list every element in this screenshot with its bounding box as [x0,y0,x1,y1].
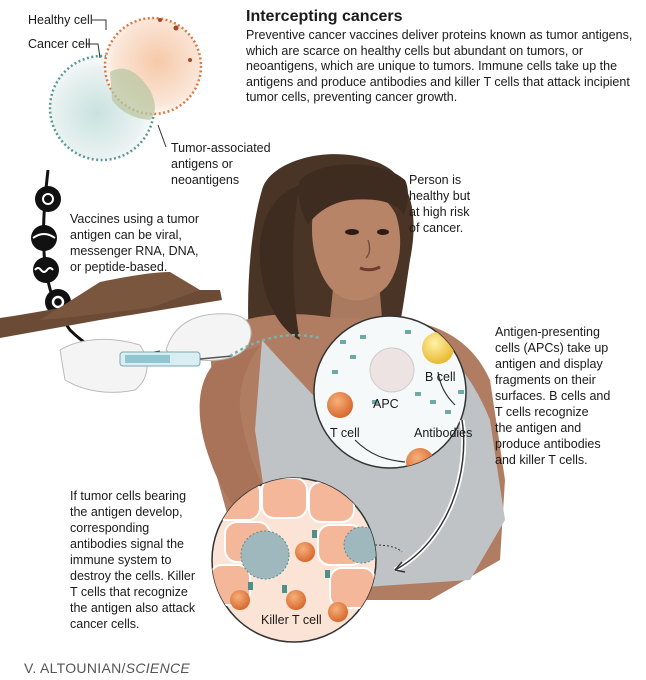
apc-text-line2: cells (APCs) take up [495,341,608,355]
apc-text-line8: produce antibodies [495,437,601,451]
label-cancer-cell: Cancer cell [28,37,91,51]
tumor-text-line4: antibodies signal the [70,537,184,551]
apc-text-line6: T cells recognize [495,405,589,419]
credit-author: V. ALTOUNIAN/ [24,660,126,676]
label-b-cell: B cell [425,370,456,384]
apc-text-line5: surfaces. B cells and [495,389,610,403]
vaccines-line3: messenger RNA, DNA, [70,244,199,258]
vaccines-line1: Vaccines using a tumor [70,212,199,226]
tumor-text-line6: destroy the cells. Killer [70,569,195,583]
label-healthy-cell: Healthy cell [28,13,93,27]
apc-text-line9: and killer T cells. [495,453,588,467]
label-antigen-line1: Tumor-associated [171,141,271,155]
label-t-cell: T cell [330,426,360,440]
label-antibodies: Antibodies [414,426,472,440]
tumor-text-line7: T cells that recognize [70,585,188,599]
credit-line: V. ALTOUNIAN/SCIENCE [24,660,190,676]
label-killer-t-cell: Killer T cell [261,613,322,627]
label-apc: APC [373,397,399,411]
vaccine-type-icons [31,186,71,315]
apc-text-line1: Antigen-presenting [495,325,600,339]
person-line2: healthy but [409,189,471,203]
apc-text-line4: fragments on their [495,373,596,387]
apc-text-line7: the antigen and [495,421,581,435]
person-line4: of cancer. [409,221,463,235]
person-line3: at high risk [409,205,470,219]
tumor-text-line3: corresponding [70,521,149,535]
tumor-text-line9: cancer cells. [70,617,139,631]
vaccines-line4: or peptide-based. [70,260,167,274]
tumor-text-line8: the antigen also attack [70,601,196,615]
label-antigen-line3: neoantigens [171,173,239,187]
tumor-text-line5: immune system to [70,553,171,567]
tumor-text-line1: If tumor cells bearing [70,489,186,503]
apc-text-line3: antigen and display [495,357,603,371]
vaccines-line2: antigen can be viral, [70,228,182,242]
credit-outlet: SCIENCE [126,660,190,676]
label-antigen-line2: antigens or [171,157,233,171]
tumor-text-line2: the antigen develop, [70,505,183,519]
person-line1: Person is [409,173,461,187]
